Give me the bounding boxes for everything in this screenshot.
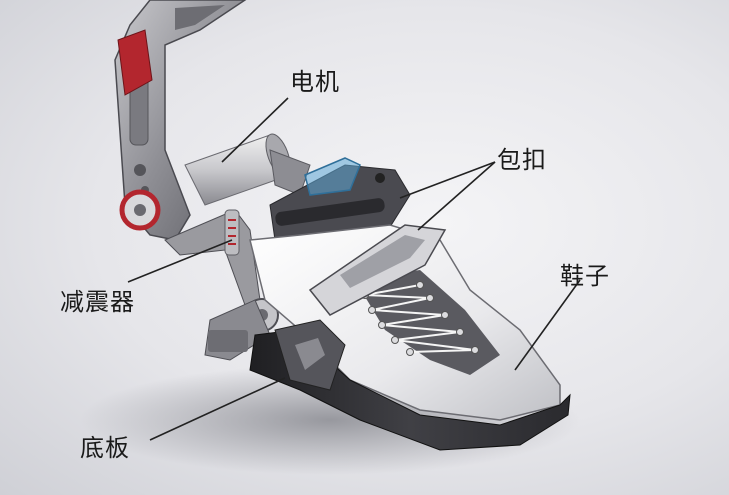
shoe-body [249,224,561,421]
label-motor: 电机 [290,68,340,96]
label-damper: 减震器 [60,288,135,316]
label-sole: 底板 [80,434,130,462]
leader-line-buckle-2 [417,161,496,231]
label-buckle: 包扣 [497,146,547,174]
leader-line-damper [127,239,233,283]
frame-arm [114,0,247,241]
leader-line-buckle-1 [399,161,496,199]
leader-line-motor [221,97,289,163]
buckle-strap-top [304,157,361,196]
leader-lines [127,97,581,441]
red-accent-panel [117,29,153,96]
motor-body [184,133,311,206]
damper-assembly [164,209,279,361]
label-shoe: 鞋子 [560,262,610,290]
sole-plate [249,319,571,451]
leader-line-sole [149,377,286,441]
leader-line-shoe [514,279,581,371]
